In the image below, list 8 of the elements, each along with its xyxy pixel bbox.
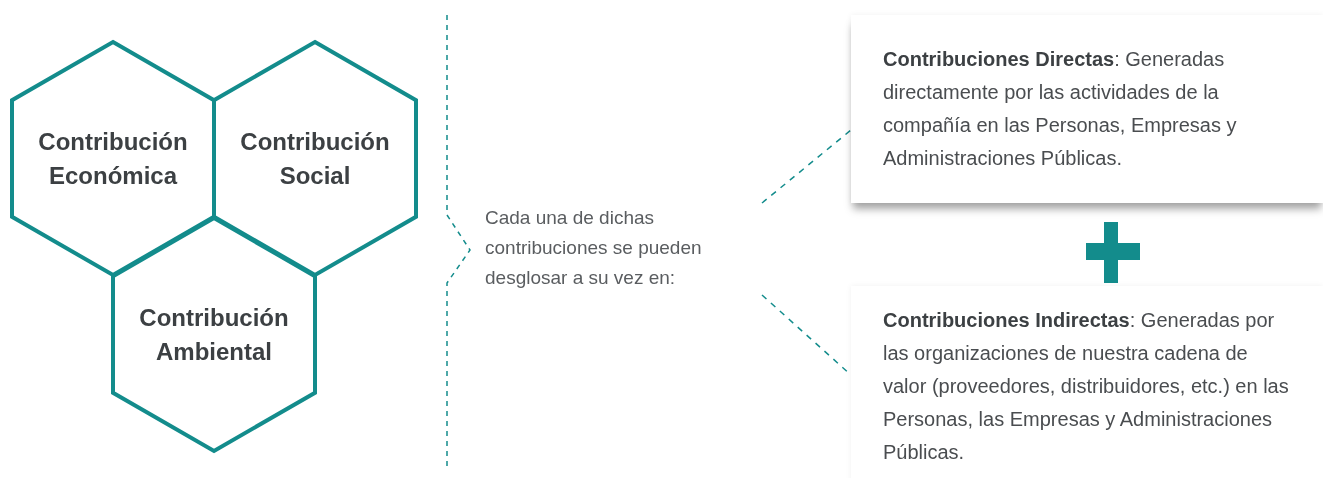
dashed-connector — [761, 129, 852, 204]
hexagon-label: Contribución Social — [240, 126, 390, 191]
hexagon-label: Contribución Ambiental — [139, 302, 289, 367]
card-text: Contribuciones Indirectas: Generadas por las organizaciones de nuestra cadena de valor (proveedores, distribuidores, etc.) en las Personas, las Empresas y Administraciones Públicas. — [883, 308, 1290, 465]
text-card — [851, 15, 1323, 203]
note-text: Cada una de dichas contribuciones se pueden desglosar a su vez en: — [485, 203, 770, 295]
card-text: Contribuciones Directas: Generadas directamente por las actividades de la compañía en las Personas, Empresas y Administraciones Públicas. — [883, 47, 1238, 171]
hexagon-label: Contribución Económica — [38, 126, 188, 191]
